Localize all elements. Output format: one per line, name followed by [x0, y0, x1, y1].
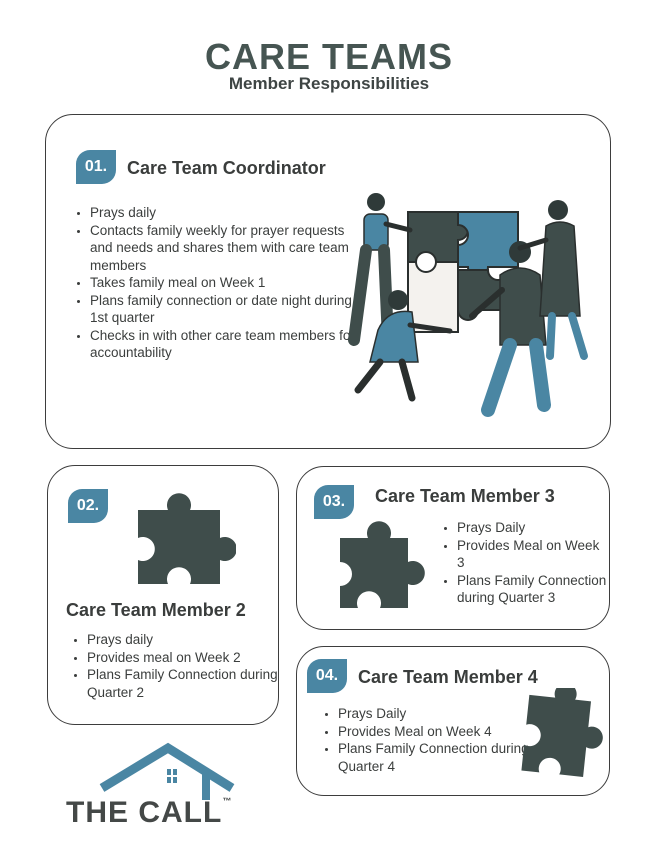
brand-logo: THE CALL™: [66, 796, 232, 830]
list-item: Prays Daily: [457, 519, 607, 537]
card-title: Care Team Member 3: [375, 486, 555, 506]
list-item: Plans Family Connection during Quarter 2: [87, 666, 287, 701]
list-item: Contacts family weekly for prayer reques…: [90, 222, 360, 275]
list-item: Takes family meal on Week 1: [90, 274, 360, 292]
card-title: Care Team Coordinator: [127, 158, 326, 178]
card-title: Care Team Member 4: [358, 667, 538, 687]
card-number-badge: 03.: [314, 485, 354, 519]
list-item: Provides Meal on Week 3: [457, 537, 607, 572]
list-item: Provides meal on Week 2: [87, 649, 287, 667]
list-item: Plans family connection or date night du…: [90, 292, 360, 327]
card-title: Care Team Member 2: [66, 600, 246, 620]
card-number-badge: 02.: [68, 489, 108, 523]
card-number-badge: 04.: [307, 659, 347, 693]
page-title: CARE TEAMS: [204, 36, 453, 77]
card-number-badge: 01.: [76, 150, 116, 184]
page-subtitle: Member Responsibilities: [228, 74, 430, 93]
list-item: Plans Family Connection during Quarter 3: [457, 572, 607, 607]
people-puzzle-illustration: [348, 193, 588, 417]
list-item: Checks in with other care team members f…: [90, 327, 360, 362]
logo-text: THE CALL: [66, 796, 223, 829]
list-item: Prays Daily: [338, 705, 533, 723]
responsibility-list: Prays Daily Provides Meal on Week 4 Plan…: [322, 705, 533, 775]
house-logo-icon: [99, 742, 235, 800]
list-item: Prays daily: [87, 631, 287, 649]
puzzle-icon: [138, 493, 236, 584]
responsibility-list: Prays daily Provides meal on Week 2 Plan…: [71, 631, 287, 701]
list-item: Plans Family Connection during Quarter 4: [338, 740, 533, 775]
puzzle-icon: [521, 688, 603, 777]
responsibility-list: Prays daily Contacts family weekly for p…: [74, 204, 360, 362]
list-item: Prays daily: [90, 204, 360, 222]
puzzle-icon: [340, 521, 425, 608]
logo-trademark: ™: [222, 796, 233, 806]
list-item: Provides Meal on Week 4: [338, 723, 533, 741]
responsibility-list: Prays Daily Provides Meal on Week 3 Plan…: [441, 519, 607, 607]
